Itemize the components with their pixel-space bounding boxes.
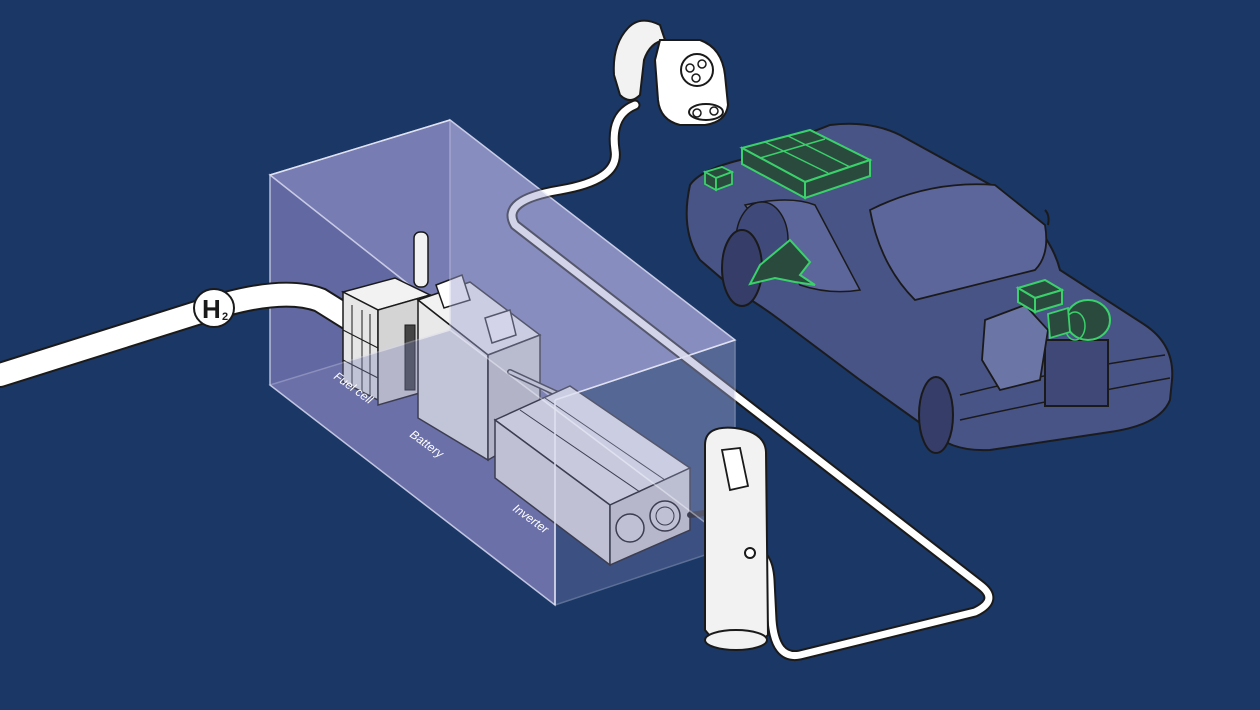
charging-station (704, 426, 770, 651)
h2-subscript: 2 (222, 311, 228, 323)
charging-cable (506, 99, 995, 662)
car-charging-port-bracket (748, 238, 816, 286)
car-battery-pack (739, 128, 873, 200)
fuel-cell-unit (340, 277, 433, 406)
car-small-module (702, 166, 735, 192)
h2-badge: H 2 (193, 288, 235, 328)
inverter-unit (493, 385, 715, 567)
electric-car (685, 122, 1174, 454)
h2-symbol: H (202, 294, 221, 324)
charging-plug (612, 19, 730, 126)
car-electric-motor (1015, 278, 1111, 341)
